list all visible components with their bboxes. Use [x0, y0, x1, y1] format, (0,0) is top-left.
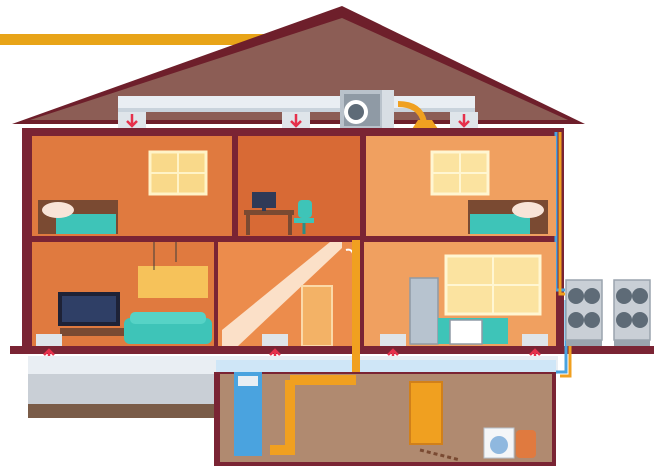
basement [214, 372, 556, 466]
sofa-icon [124, 312, 212, 344]
ground-floor-slab [10, 346, 654, 354]
kitchen [364, 242, 556, 346]
door-icon [410, 382, 442, 444]
heat-pump-icon [566, 280, 650, 346]
office [238, 136, 360, 236]
bedroom-right [366, 136, 556, 236]
bed-icon [38, 200, 118, 234]
hallway [218, 242, 358, 346]
roof [12, 6, 585, 146]
bed-icon [468, 200, 548, 234]
fridge-icon [410, 278, 438, 344]
stove-icon [450, 320, 482, 344]
tv-icon [58, 292, 130, 336]
bedroom-left [32, 136, 232, 236]
ventilation-unit-icon [340, 90, 394, 130]
door-icon [302, 286, 332, 346]
foundation-left [28, 374, 214, 404]
accent-stripe [0, 34, 265, 45]
living-room [32, 242, 214, 346]
washing-machine-icon [484, 428, 536, 458]
water-heater-icon [234, 372, 262, 456]
